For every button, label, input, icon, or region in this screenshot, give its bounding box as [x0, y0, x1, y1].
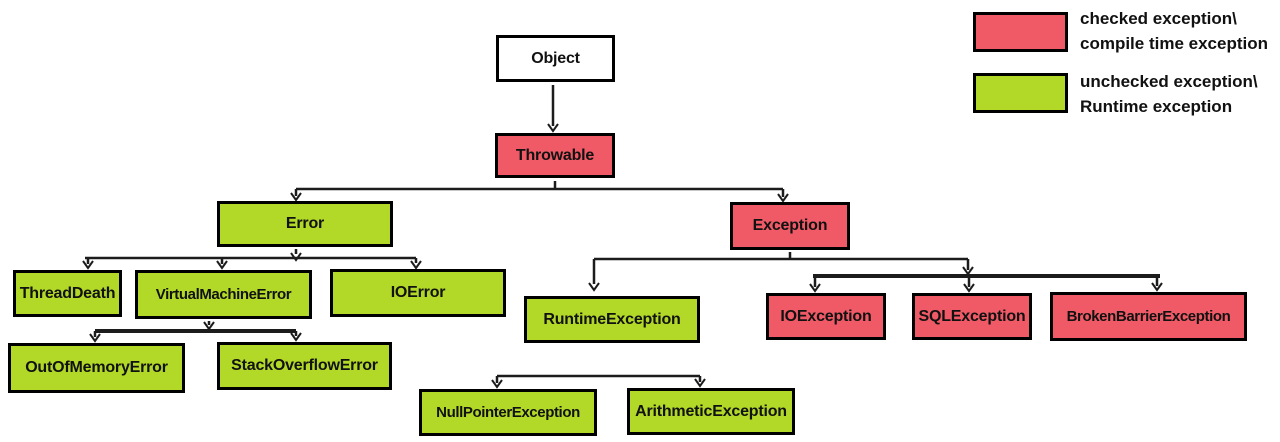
node-runtimeexception: RuntimeException	[524, 296, 700, 343]
node-object: Object	[496, 35, 615, 82]
node-nullpointerexception: NullPointerException	[419, 389, 597, 436]
node-error: Error	[217, 201, 393, 247]
node-ioerror: IOError	[330, 269, 506, 317]
legend-checked-line2: compile time exception	[1080, 34, 1268, 53]
node-outofmemoryerror: OutOfMemoryError	[8, 343, 185, 393]
node-threaddeath: ThreadDeath	[13, 270, 122, 317]
node-ioexception: IOException	[766, 293, 886, 340]
node-stackoverflowerror: StackOverflowError	[217, 342, 392, 390]
legend-unchecked-line1: unchecked exception\	[1080, 72, 1258, 91]
node-brokenbarrierexception: BrokenBarrierException	[1050, 292, 1247, 341]
node-throwable: Throwable	[495, 133, 615, 178]
legend-unchecked-line2: Runtime exception	[1080, 97, 1233, 116]
node-exception: Exception	[730, 202, 850, 250]
legend-label-unchecked-exception: unchecked exception\ Runtime exception	[1080, 69, 1258, 119]
node-virtualmachineerror: VirtualMachineError	[135, 270, 312, 319]
legend-swatch-unchecked-exception	[973, 73, 1068, 113]
node-sqlexception: SQLException	[912, 293, 1032, 340]
legend-checked-line1: checked exception\	[1080, 9, 1237, 28]
legend-label-checked-exception: checked exception\ compile time exceptio…	[1080, 6, 1268, 56]
legend-swatch-checked-exception	[973, 12, 1068, 52]
node-arithmeticexception: ArithmeticException	[627, 388, 795, 435]
